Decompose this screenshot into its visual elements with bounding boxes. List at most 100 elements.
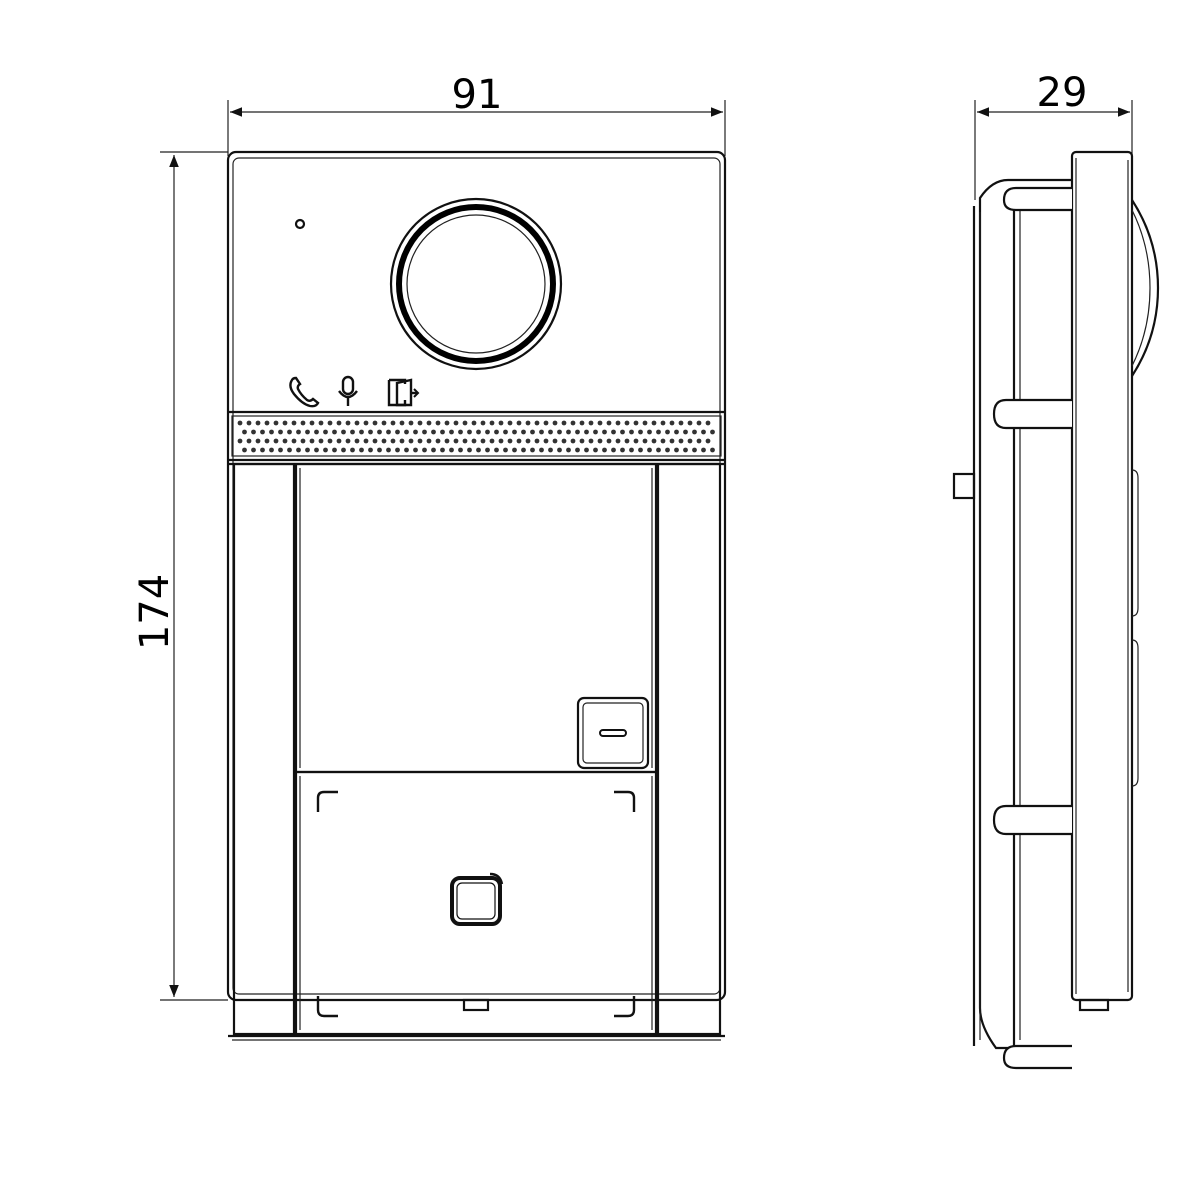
grille-hole xyxy=(692,429,697,435)
grille-hole xyxy=(512,429,517,435)
grille-hole xyxy=(431,447,436,453)
grille-hole xyxy=(269,429,274,435)
device-outer-frame xyxy=(226,150,727,1002)
grille-hole xyxy=(534,438,540,444)
grille-hole xyxy=(237,420,243,426)
side-front-bezel xyxy=(1070,150,1134,1002)
grille-hole xyxy=(467,447,472,453)
grille-hole xyxy=(557,429,562,435)
grille-hole xyxy=(611,447,616,453)
grille-hole xyxy=(345,420,351,426)
grille-hole xyxy=(620,447,625,453)
camera-ring-outer xyxy=(389,197,563,371)
grille-hole xyxy=(350,447,355,453)
grille-hole xyxy=(327,438,333,444)
grille-hole xyxy=(548,447,553,453)
grille-hole xyxy=(669,438,675,444)
grille-hole xyxy=(435,420,441,426)
grille-hole xyxy=(566,447,571,453)
grille-hole xyxy=(291,438,297,444)
grille-hole xyxy=(678,420,684,426)
grille-hole xyxy=(696,420,702,426)
grille-hole xyxy=(521,447,526,453)
grille-hole xyxy=(534,420,540,426)
grille-hole xyxy=(417,420,423,426)
grille-hole xyxy=(255,420,261,426)
grille-hole xyxy=(377,429,382,435)
grille-hole xyxy=(624,420,630,426)
grille-hole xyxy=(624,438,630,444)
grille-hole xyxy=(318,420,324,426)
grille-hole xyxy=(435,438,441,444)
grille-hole xyxy=(341,447,346,453)
grille-hole xyxy=(318,438,324,444)
grille-hole xyxy=(426,438,432,444)
grille-hole xyxy=(575,429,580,435)
grille-hole xyxy=(489,420,495,426)
width-dimension: 91 xyxy=(227,72,726,156)
grille-hole xyxy=(647,447,652,453)
grille-hole xyxy=(300,438,306,444)
grille-hole xyxy=(386,429,391,435)
depth-dimension-label: 29 xyxy=(1037,70,1088,116)
grille-hole xyxy=(498,438,504,444)
grille-hole xyxy=(539,429,544,435)
front-view: 91 174 xyxy=(132,72,727,1041)
grille-hole xyxy=(683,447,688,453)
grille-hole xyxy=(381,438,387,444)
grille-hole xyxy=(449,429,454,435)
grille-hole xyxy=(354,438,360,444)
grille-hole xyxy=(647,429,652,435)
card-reader-corners xyxy=(316,790,636,1018)
grille-hole xyxy=(674,447,679,453)
grille-hole xyxy=(705,420,711,426)
grille-hole xyxy=(431,429,436,435)
grille-hole xyxy=(597,438,603,444)
grille-hole xyxy=(309,438,315,444)
speaker-grille xyxy=(237,420,715,453)
grille-hole xyxy=(359,447,364,453)
camera-lens-inner xyxy=(406,214,546,354)
grille-hole xyxy=(638,429,643,435)
grille-hole xyxy=(278,429,283,435)
grille-hole xyxy=(458,429,463,435)
grille-hole xyxy=(476,429,481,435)
grille-hole xyxy=(692,447,697,453)
grille-hole xyxy=(593,447,598,453)
grille-hole xyxy=(557,447,562,453)
grille-hole xyxy=(494,447,499,453)
grille-hole xyxy=(530,429,535,435)
grille-hole xyxy=(570,438,576,444)
grille-hole xyxy=(309,420,315,426)
grille-hole xyxy=(471,438,477,444)
door-open-icon xyxy=(387,378,420,407)
grille-hole xyxy=(485,447,490,453)
grille-hole xyxy=(498,420,504,426)
grille-hole xyxy=(408,420,414,426)
right-rail xyxy=(656,462,722,1036)
grille-hole xyxy=(282,420,288,426)
bottom-tab xyxy=(462,998,490,1012)
grille-hole xyxy=(570,420,576,426)
grille-hole xyxy=(264,420,270,426)
grille-hole xyxy=(516,420,522,426)
grille-hole xyxy=(602,429,607,435)
grille-hole xyxy=(449,447,454,453)
grille-hole xyxy=(287,429,292,435)
call-button[interactable] xyxy=(576,696,650,770)
grille-hole xyxy=(408,438,414,444)
side-bottom-tab xyxy=(1078,998,1110,1012)
grille-hole xyxy=(444,420,450,426)
grille-hole xyxy=(278,447,283,453)
microphone-icon xyxy=(338,375,358,406)
grille-hole xyxy=(242,447,247,453)
grille-hole xyxy=(633,420,639,426)
grille-hole xyxy=(687,420,693,426)
grille-hole xyxy=(323,447,328,453)
grille-hole xyxy=(683,429,688,435)
grille-hole xyxy=(678,438,684,444)
grille-hole xyxy=(606,438,612,444)
grille-hole xyxy=(516,438,522,444)
side-view: 29 xyxy=(952,70,1160,1070)
grille-hole xyxy=(471,420,477,426)
